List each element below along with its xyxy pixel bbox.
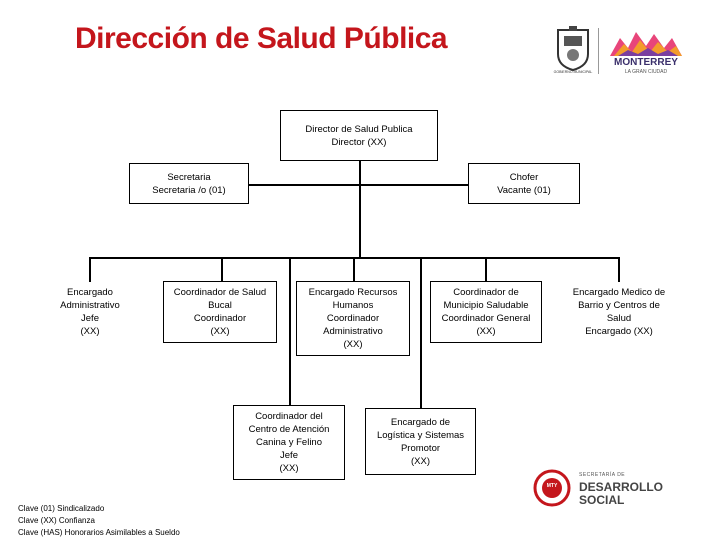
desarrollo-badge: MTY xyxy=(546,483,558,489)
connector-canina xyxy=(289,257,291,407)
desarrollo-line1: DESARROLLO xyxy=(579,480,663,494)
node-canina: Coordinador del Centro de Atención Canin… xyxy=(233,405,345,480)
legend-item: Clave (XX) Confianza xyxy=(18,516,95,525)
connector-administrativo xyxy=(89,257,91,282)
desarrollo-line2: SOCIAL xyxy=(579,493,625,507)
node-director: Director de Salud Publica Director (XX) xyxy=(280,110,438,161)
node-chofer: Chofer Vacante (01) xyxy=(468,163,580,204)
connector-medico xyxy=(618,257,620,282)
desarrollo-social-logo: MTY SECRETARÍA DE DESARROLLO SOCIAL xyxy=(533,468,683,508)
connector-bucal xyxy=(221,257,223,282)
seal-caption: GOBIERNO MUNICIPAL xyxy=(553,70,593,74)
node-logistica: Encargado de Logística y Sistemas Promot… xyxy=(365,408,476,475)
connector-recursos xyxy=(353,257,355,282)
monterrey-name: MONTERREY xyxy=(614,57,678,68)
connector-municipio xyxy=(485,257,487,282)
municipal-seal-logo: GOBIERNO MUNICIPAL xyxy=(552,24,594,76)
monterrey-tagline: LA GRAN CIUDAD xyxy=(624,69,668,75)
node-bucal: Coordinador de Salud Bucal Coordinador (… xyxy=(163,281,277,343)
desarrollo-small: SECRETARÍA DE xyxy=(579,472,626,478)
monterrey-logo: MONTERREY LA GRAN CIUDAD xyxy=(606,26,686,76)
connector-director-down xyxy=(359,160,361,258)
node-medico: Encargado Medico de Barrio y Centros de … xyxy=(572,287,666,337)
node-administrativo: Encargado Administrativo Jefe (XX) xyxy=(60,287,120,337)
connector-staff-horizontal xyxy=(248,184,470,186)
legend: Clave (01) Sindicalizado Clave (XX) Conf… xyxy=(18,503,180,539)
node-recursos: Encargado Recursos Humanos Coordinador A… xyxy=(296,281,410,356)
logo-divider xyxy=(598,28,599,74)
legend-item: Clave (01) Sindicalizado xyxy=(18,504,105,513)
connector-logistica xyxy=(420,257,422,410)
node-secretaria: Secretaria Secretaria /o (01) xyxy=(129,163,249,204)
node-municipio: Coordinador de Municipio Saludable Coord… xyxy=(430,281,542,343)
page-title: Dirección de Salud Pública xyxy=(75,22,448,55)
legend-item: Clave (HAS) Honorarios Asimilables a Sue… xyxy=(18,528,180,537)
